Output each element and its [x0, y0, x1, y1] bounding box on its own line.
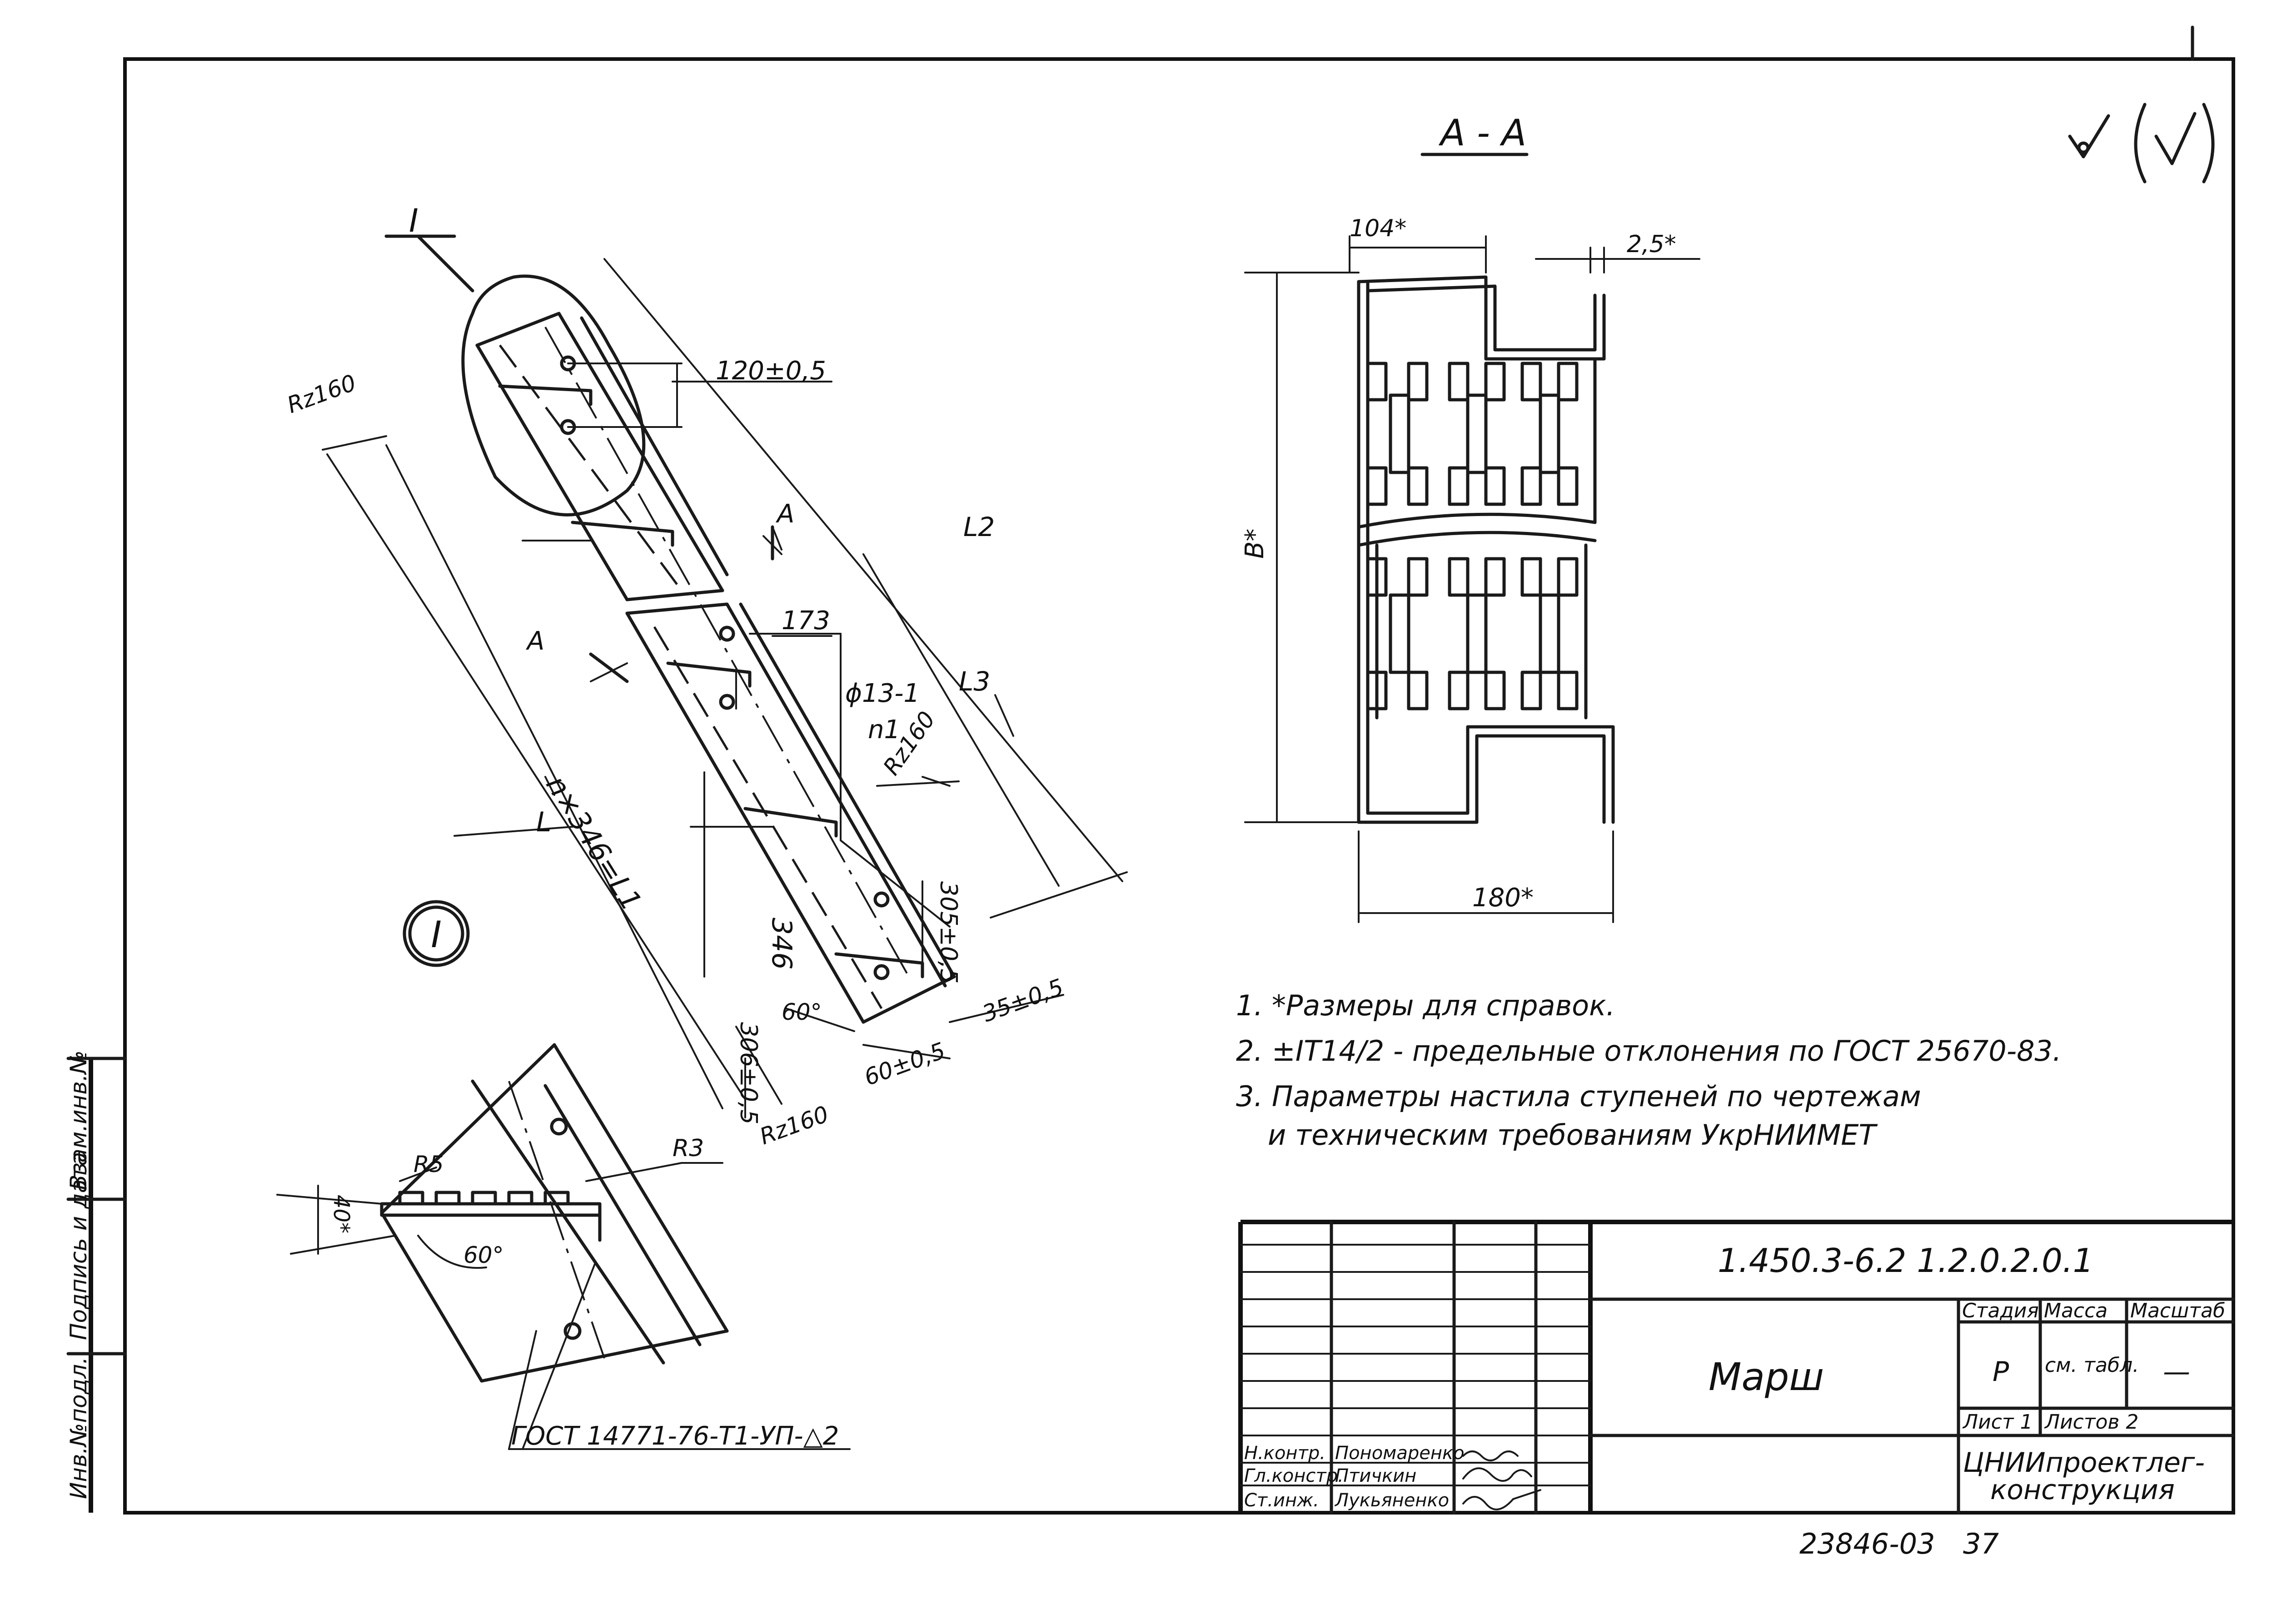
dim-n-l1: n×346=L1	[539, 770, 648, 916]
signature-1	[1462, 1450, 1519, 1461]
person-2: Птичкин	[1335, 1465, 1416, 1486]
person-1: Пономаренко	[1335, 1443, 1465, 1464]
dim-60pm: 60±0,5	[861, 1037, 949, 1091]
dim-346: 346	[766, 918, 797, 970]
dim-40: 40*	[329, 1195, 354, 1233]
detail-marker-label: I	[431, 914, 442, 956]
note-3: 3. Параметры настила ступеней по чертежа…	[1236, 1080, 1921, 1113]
dim-104: 104*	[1350, 215, 1406, 242]
main-dimension-lines	[322, 258, 1128, 1118]
stamp-replace-label: Взам.инв.№	[65, 1050, 92, 1190]
note-2: 2. ±IT14/2 - предельные отклонения по ГО…	[1236, 1034, 2062, 1068]
stamp-sign-label: Подпись и дата	[65, 1152, 92, 1340]
dim-l: L	[536, 806, 551, 838]
doc-code: 1.450.3-6.2 1.2.0.2.0.1	[1718, 1242, 2093, 1280]
hole-count: n1	[868, 715, 900, 745]
rz-top: Rz160	[284, 369, 359, 418]
mass-value: см. табл.	[2045, 1354, 2139, 1377]
mass-header: Масса	[2044, 1299, 2108, 1322]
section-label: А - А	[1438, 112, 1526, 154]
org-name-1: ЦНИИпроектлег-	[1963, 1447, 2205, 1479]
dim-120: 120±0,5	[716, 356, 826, 386]
stage-value: Р	[1993, 1356, 2009, 1388]
weld-note: ГОСТ 14771-76-Т1-УП-△2	[511, 1421, 839, 1451]
surface-finish-mark	[2068, 103, 2215, 184]
dim-180: 180*	[1472, 883, 1534, 913]
note-3-cont: и техническим требованиям УкрНИИМЕТ	[1268, 1118, 1878, 1152]
stamp-inv-label: Инв.№подл.	[65, 1357, 92, 1499]
org-name-2: конструкция	[1990, 1474, 2175, 1506]
detail-label: I	[409, 202, 419, 239]
text-labels: А - А I 120±0,5 173 346 305±0,5 306±0,5 …	[284, 112, 2225, 1560]
section-a-a-view	[1244, 153, 1700, 923]
sheet-frame	[123, 57, 2235, 1515]
rz-bot: Rz160	[756, 1101, 832, 1150]
deck-slots	[1366, 357, 1597, 720]
dim-305: 305±0,5	[935, 881, 962, 984]
hole-dia: ϕ13-1	[845, 679, 920, 708]
role-n-kontr: Н.контр.	[1244, 1443, 1325, 1464]
dim-35: 35±0,5	[979, 973, 1067, 1027]
angle-main: 60°	[782, 999, 822, 1025]
radius-r3: R3	[673, 1135, 704, 1162]
dim-b: B*	[1240, 529, 1270, 559]
stage-header: Стадия	[1962, 1299, 2039, 1322]
role-gl-konstr: Гл.констр.	[1244, 1465, 1344, 1486]
dim-173: 173	[782, 606, 830, 636]
detail-i-view	[276, 1043, 851, 1450]
footer-page: 37	[1963, 1527, 1999, 1560]
sheet-number: Лист 1	[1962, 1410, 2033, 1434]
note-1: 1. *Размеры для справок.	[1236, 989, 1615, 1022]
side-stamp: Инв.№подл. Подпись и дата Взам.инв.№	[65, 1050, 127, 1513]
dim-l3: L3	[959, 666, 990, 697]
scale-header: Масштаб	[2130, 1299, 2225, 1322]
drawing-name: Марш	[1709, 1355, 1824, 1399]
section-mark-left: А	[526, 626, 544, 656]
person-3: Лукьяненко	[1334, 1490, 1449, 1511]
stringer-main-view	[384, 234, 956, 1024]
signature-3	[1462, 1489, 1541, 1510]
dim-l2: L2	[963, 512, 995, 542]
title-block	[1238, 1220, 2235, 1515]
role-st-inzh: Ст.инж.	[1244, 1490, 1319, 1511]
section-mark-top: А	[776, 499, 794, 529]
radius-r5: R5	[414, 1151, 444, 1177]
detail-marker: I	[403, 900, 470, 967]
footer-number: 23846-03	[1799, 1527, 1935, 1560]
sheet-count: Листов 2	[2044, 1410, 2138, 1434]
scale-value: —	[2163, 1356, 2190, 1388]
dim-306: 306±0,5	[735, 1022, 762, 1125]
signature-2	[1462, 1467, 1532, 1482]
dim-2-5: 2,5*	[1627, 231, 1676, 258]
angle-detail: 60°	[463, 1242, 504, 1268]
